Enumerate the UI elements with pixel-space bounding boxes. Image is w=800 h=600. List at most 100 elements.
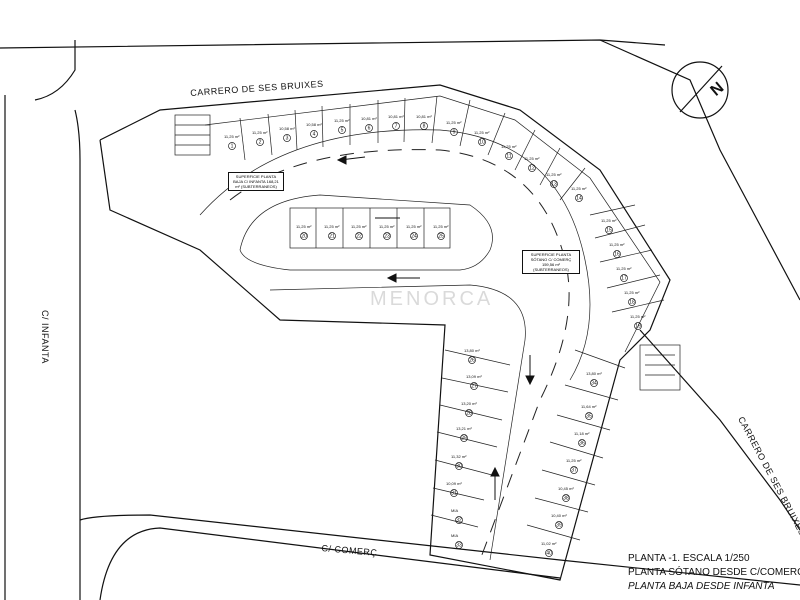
space-number-circle [420,122,428,130]
space-area: 10,81 m² [416,114,432,119]
space-number-circle [460,434,468,442]
island-spaces [289,207,451,249]
parking-space-1: 111,25 m² [224,134,240,150]
parking-space-3: 310,58 m² [279,126,295,142]
parking-space-8: 810,81 m² [416,114,432,130]
parking-space-17: 17 11,25 m² [616,266,632,282]
space-number-circle [310,130,318,138]
north-arrow: N [671,61,729,119]
space-number-circle [338,126,346,134]
space-number-circle [545,549,553,557]
space-number: 25 [438,234,444,240]
space-number-circle [410,232,418,240]
title-line-2: PLANTA SÓTANO DESDE C/COMERÇ [628,567,800,578]
left-street-edge [4,40,76,600]
space-area: 11,25 m² [296,224,312,229]
parking-space-19: 19 11,25 m² [630,314,646,330]
space-area: 13,80 m² [586,371,602,376]
space-number: 17 [621,276,627,282]
direction-arrows [336,155,535,500]
space-number-circle [570,466,578,474]
space-number: 31 [451,491,457,497]
space-area: 10,58 m² [279,126,295,131]
top-street-edge [0,39,666,49]
space-number: 33 [456,543,462,549]
space-number: 37 [571,468,577,474]
parking-space-33: 33 MIA [451,533,463,549]
space-number: 6 [368,126,371,132]
space-number: 24 [411,234,417,240]
space-number: 30 [456,464,462,470]
parking-space-34: 34 13,80 m² [586,371,602,387]
stairs-left [174,114,211,156]
space-area: 10,45 m² [558,486,574,491]
space-number-circle [328,232,336,240]
space-number-circle [613,250,621,258]
space-area: 11,32 m² [451,454,467,459]
space-number-circle [550,180,558,188]
space-area: 11,25 m² [624,290,640,295]
space-number: 15 [606,228,612,234]
space-number: 19 [635,324,641,330]
space-area: 13,09 m² [466,374,482,379]
space-area: 11,25 m² [324,224,340,229]
space-area: 11,25 m² [566,458,582,463]
space-number: 34 [591,381,597,387]
driveway-centerline [229,149,570,561]
space-number: 2 [259,140,262,146]
space-number: 1 [231,144,234,150]
space-number-circle [468,356,476,364]
space-number-circle [628,298,636,306]
area-note-left: SUPERFICIE PLANTA BAJA C/ INFANTA 168,21… [228,172,284,191]
space-area: 10,58 m² [306,122,322,127]
space-number: 29 [461,436,467,442]
space-area: 11,25 m² [601,218,617,223]
space-number: 35 [586,414,592,420]
top-space-dividers [239,95,665,313]
space-number-circle [478,138,486,146]
street-label-left: C/ INFANTA [40,310,50,364]
watermark: MENORCA [370,288,494,310]
space-number-circle [355,232,363,240]
space-number: 5 [341,128,344,134]
space-area: 11,25 m² [616,266,632,271]
space-area: 11,25 m² [546,172,562,177]
space-number: 13 [551,182,557,188]
right-street-edge [599,39,800,301]
space-number-circle [465,409,473,417]
space-number: 28 [466,411,472,417]
area-note-right: SUPERFICIE PLANTA SÓTANO C/ COMERÇ 159,5… [522,250,580,274]
space-area: 11,25 m² [630,314,646,319]
space-area: 11,25 m² [351,224,367,229]
space-number-circle [228,142,236,150]
driveway-inner [239,194,493,271]
space-number-circle [455,462,463,470]
space-number: 39 [556,523,562,529]
space-area: 11,25 m² [474,130,490,135]
right-street-edge-lower [639,329,800,531]
space-area: 10,40 m² [551,513,567,518]
space-number-circle [365,124,373,132]
space-area: 11,25 m² [379,224,395,229]
space-area: MIA [451,533,458,538]
stairs-right [639,344,681,391]
space-number-circle [437,232,445,240]
space-number-circle [300,232,308,240]
parking-space-5: 511,25 m² [334,118,350,134]
parking-space-9: 911,25 m² [446,120,462,136]
